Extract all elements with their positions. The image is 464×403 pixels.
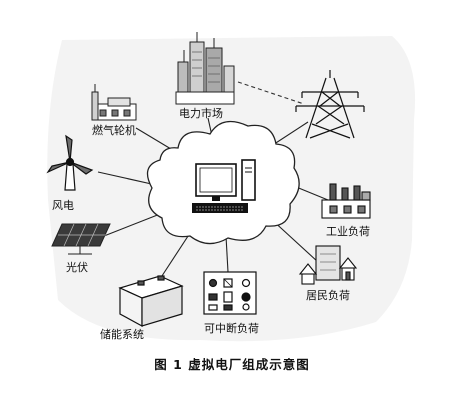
solar-panel-icon [51,223,111,255]
wind-turbine-icon [46,134,94,191]
label-energy-storage: 储能系统 [100,328,144,341]
city-buildings-icon [175,32,235,105]
computer-icon [192,159,256,213]
control-panel-icon [203,271,257,315]
link-storage [157,229,193,283]
label-wind-power: 风电 [52,199,74,212]
label-residential-load: 居民负荷 [306,289,350,302]
residential-houses-icon [298,245,358,285]
label-industrial-load: 工业负荷 [326,225,370,238]
label-gas-turbine: 燃气轮机 [92,124,136,137]
link-interruptible [225,235,229,273]
link-wind [97,171,157,186]
figure-caption: 图 1 虚拟电厂组成示意图 [154,357,310,372]
dashed-link-market-tower [237,81,305,105]
label-photovoltaic: 光伏 [66,261,88,274]
link-pv [103,213,161,237]
industrial-factory-icon [321,183,371,219]
label-power-market: 电力市场 [179,107,223,120]
battery-icon [118,275,184,328]
connection-lines [97,117,329,283]
label-interruptible-load: 可中断负荷 [204,322,259,335]
transmission-tower-icon [295,70,365,139]
gas-turbine-icon [91,84,137,121]
